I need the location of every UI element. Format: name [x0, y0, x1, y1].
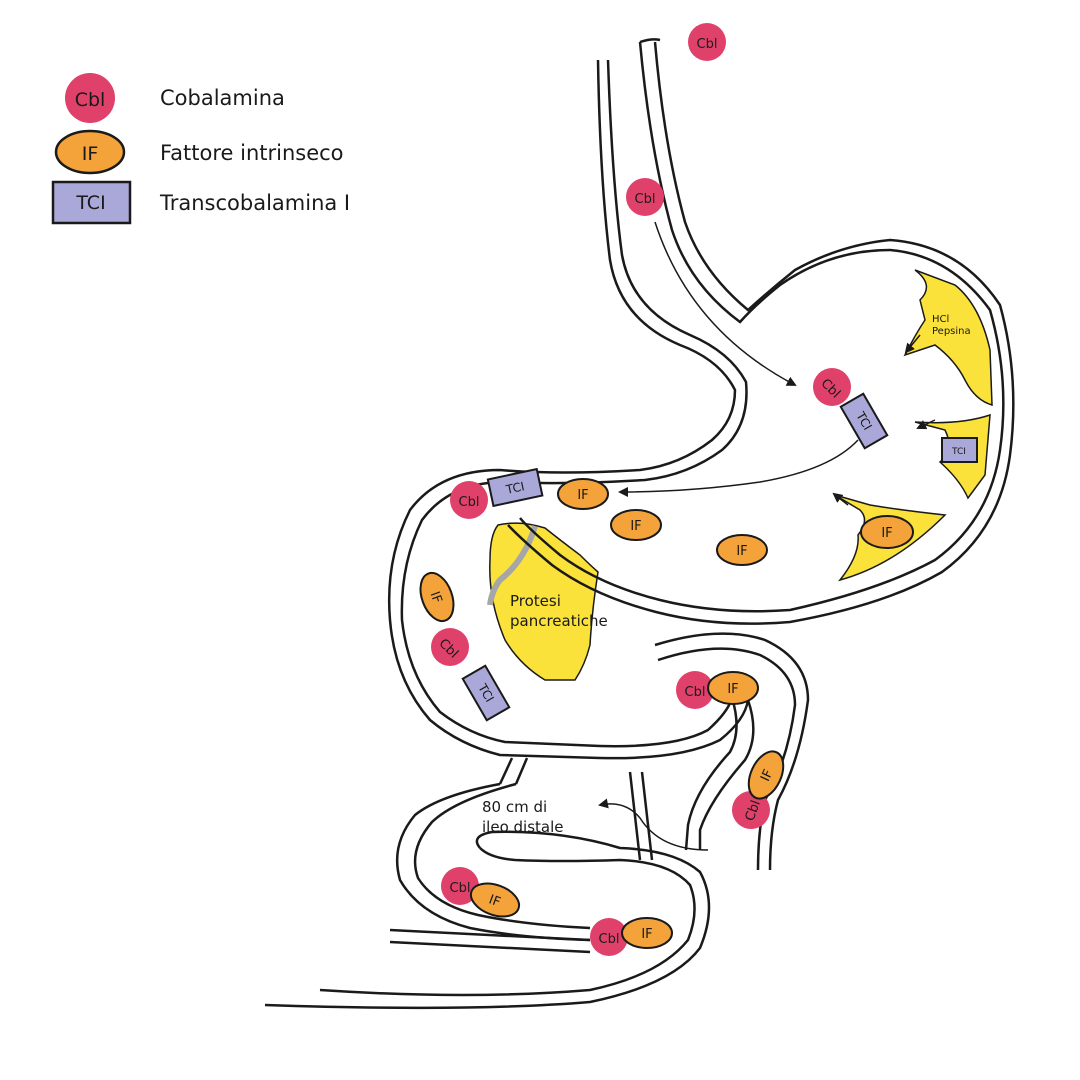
- cbl-molecules: Cbl Cbl Cbl Cbl Cbl Cbl: [431, 23, 851, 956]
- flow-arrows: [598, 221, 936, 851]
- svg-text:Cbl: Cbl: [450, 881, 471, 896]
- svg-text:Cbl: Cbl: [599, 932, 620, 947]
- svg-text:IF: IF: [727, 682, 738, 697]
- svg-text:Cbl: Cbl: [459, 495, 480, 510]
- arrowhead-icon: [598, 798, 709, 851]
- svg-text:IF: IF: [487, 892, 503, 910]
- legend-tci-symbol: TCI: [51, 180, 132, 225]
- tci-molecules: TCI TCI TCI TCI: [461, 392, 978, 722]
- if-molecule: IF: [557, 478, 609, 510]
- svg-text:Cbl: Cbl: [685, 685, 706, 700]
- if-molecule: IF: [610, 509, 662, 541]
- cbl-molecule: Cbl: [676, 671, 714, 709]
- svg-text:Cbl: Cbl: [743, 798, 764, 823]
- legend-if-symbol: IF: [54, 129, 126, 175]
- legend-label-transcobalamina: Transcobalamina I: [160, 191, 351, 215]
- cbl-molecule: Cbl: [732, 791, 770, 829]
- if-molecule: IF: [621, 917, 673, 949]
- cbl-molecule: Cbl: [441, 867, 479, 905]
- if-molecule: IF: [469, 882, 521, 918]
- ileum-label-line1: 80 cm di: [482, 798, 547, 816]
- if-molecule: IF: [716, 534, 768, 566]
- intestine-outline: [264, 632, 810, 1010]
- if-molecule: IF: [860, 515, 914, 549]
- svg-text:IF: IF: [736, 544, 747, 559]
- cbl-molecule: Cbl: [688, 23, 726, 61]
- svg-text:IF: IF: [881, 526, 892, 541]
- if-molecule: IF: [707, 671, 759, 705]
- svg-text:TCI: TCI: [504, 479, 526, 497]
- arrowhead-icon: [654, 221, 797, 386]
- svg-text:IF: IF: [577, 488, 588, 503]
- legend-tci-text: TCI: [75, 192, 105, 214]
- svg-text:IF: IF: [427, 590, 445, 606]
- arrowhead-icon: [916, 419, 936, 430]
- legend-label-cobalamina: Cobalamina: [160, 86, 285, 110]
- svg-text:Cbl: Cbl: [635, 192, 656, 207]
- legend-label-fattore-intrinseco: Fattore intrinseco: [160, 141, 344, 165]
- pancreas-label-line2: pancreatiche: [510, 612, 608, 630]
- cbl-molecule: Cbl: [431, 628, 470, 666]
- if-molecules: IF IF IF IF IF IF: [419, 478, 914, 949]
- arrowhead-icon: [618, 439, 859, 497]
- tci-molecule: TCI: [941, 437, 978, 463]
- tci-molecule: TCI: [486, 467, 544, 508]
- if-molecule: IF: [419, 571, 455, 623]
- svg-text:Cbl: Cbl: [697, 37, 718, 52]
- ileum-label-line2: ileo distale: [482, 818, 563, 836]
- cbl-molecule: Cbl: [450, 481, 488, 519]
- legend-symbols: Cbl IF TCI: [51, 73, 132, 225]
- arrowhead-icon: [904, 334, 921, 354]
- svg-text:TCI: TCI: [951, 447, 966, 457]
- annotations: HCl Pepsina Protesi pancreatiche 80 cm d…: [482, 314, 971, 836]
- tci-molecule: TCI: [839, 392, 889, 450]
- svg-text:IF: IF: [630, 519, 641, 534]
- arrowhead-icon: [832, 492, 849, 506]
- legend-cbl-text: Cbl: [75, 89, 106, 111]
- pepsina-label: Pepsina: [932, 326, 971, 337]
- pancreas-label-line1: Protesi: [510, 592, 561, 610]
- if-molecule: IF: [747, 750, 785, 800]
- cbl-molecule: Cbl: [813, 368, 851, 406]
- hcl-label: HCl: [932, 314, 949, 325]
- legend-cbl-symbol: Cbl: [65, 73, 115, 123]
- svg-text:IF: IF: [641, 927, 652, 942]
- cbl-molecule: Cbl: [626, 178, 664, 216]
- legend-if-text: IF: [82, 143, 99, 165]
- tci-molecule: TCI: [461, 664, 511, 722]
- cbl-molecule: Cbl: [590, 918, 628, 956]
